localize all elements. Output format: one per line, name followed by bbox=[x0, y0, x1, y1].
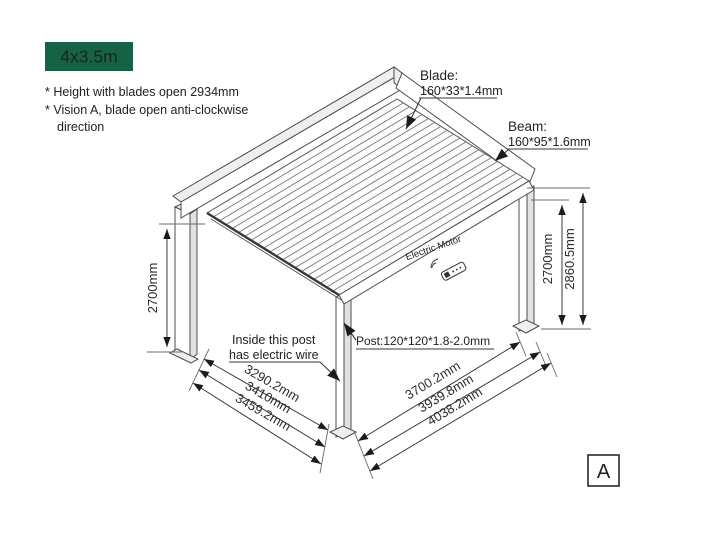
blade-callout-title: Blade: bbox=[420, 68, 458, 83]
beam-leader-line bbox=[494, 148, 509, 162]
right-post-front-face bbox=[518, 188, 528, 332]
remote-control-icon bbox=[430, 258, 467, 281]
blade-callout: Blade: 160*33*1.4mm bbox=[405, 68, 503, 130]
left-post-side-face bbox=[189, 208, 198, 362]
signal-wave-icon bbox=[430, 258, 439, 269]
center-post-front-face bbox=[335, 292, 345, 438]
center-post-base bbox=[328, 425, 358, 440]
right-post bbox=[511, 185, 541, 334]
dim-right-heights: 2700mm 2860.5mm bbox=[527, 187, 591, 330]
view-marker-label: A bbox=[597, 461, 611, 483]
blade-leader-line bbox=[405, 97, 422, 130]
dim-bottom-right-depths: 3700.2mm 3939.8mm 4038.2mm bbox=[353, 331, 558, 480]
louver-front-edge-inner bbox=[210, 218, 344, 302]
louver-panel bbox=[206, 98, 530, 296]
center-post-side-face bbox=[343, 288, 352, 434]
louver-blades bbox=[213, 102, 523, 292]
signal-wave-icon bbox=[431, 262, 437, 269]
beam-callout-spec: 160*95*1.6mm bbox=[508, 135, 591, 149]
pergola-structure: Electric Motor bbox=[168, 66, 541, 440]
left-post-base bbox=[168, 348, 200, 364]
view-marker-box bbox=[587, 454, 620, 487]
dim-right-inner-height-label: 2700mm bbox=[540, 234, 555, 285]
louvered-roof bbox=[206, 98, 530, 302]
front-beam-face bbox=[338, 180, 535, 305]
view-marker: A bbox=[587, 454, 620, 487]
center-post bbox=[328, 288, 358, 440]
beam-callout: Beam: 160*95*1.6mm bbox=[494, 119, 591, 162]
note-line-3: direction bbox=[57, 120, 104, 134]
size-badge-label: 4x3.5m bbox=[60, 47, 117, 67]
note-line-1: * Height with blades open 2934mm bbox=[45, 85, 239, 99]
right-post-side-face bbox=[526, 185, 535, 328]
left-post bbox=[168, 202, 200, 364]
louver-front-edge bbox=[206, 211, 340, 297]
size-badge: 4x3.5m bbox=[45, 42, 133, 71]
notes: * Height with blades open 2934mm * Visio… bbox=[45, 85, 248, 134]
dim-left-height-label: 2700mm bbox=[145, 263, 160, 314]
beam-callout-title: Beam: bbox=[508, 119, 547, 134]
blade-callout-spec: 160*33*1.4mm bbox=[420, 84, 503, 98]
right-post-base bbox=[511, 319, 541, 334]
wire-callout-line-2: has electric wire bbox=[229, 348, 319, 362]
left-post-front-face bbox=[174, 206, 191, 361]
post-callout-label: Post:120*120*1.8-2.0mm bbox=[356, 334, 490, 348]
wire-callout: Inside this post has electric wire bbox=[229, 333, 341, 382]
wire-callout-line-1: Inside this post bbox=[232, 333, 316, 347]
dim-bottom-left-widths: 3290.2mm 3410mm 3459.2mm bbox=[188, 348, 330, 474]
dim-right-outer-height-label: 2860.5mm bbox=[562, 228, 577, 289]
post-leader-line bbox=[343, 322, 357, 341]
post-callout: Post:120*120*1.8-2.0mm bbox=[343, 322, 494, 350]
note-line-2: * Vision A, blade open anti-clockwise bbox=[45, 103, 248, 117]
dim-left-height: 2700mm bbox=[145, 223, 205, 353]
size-badge-box bbox=[45, 42, 133, 71]
